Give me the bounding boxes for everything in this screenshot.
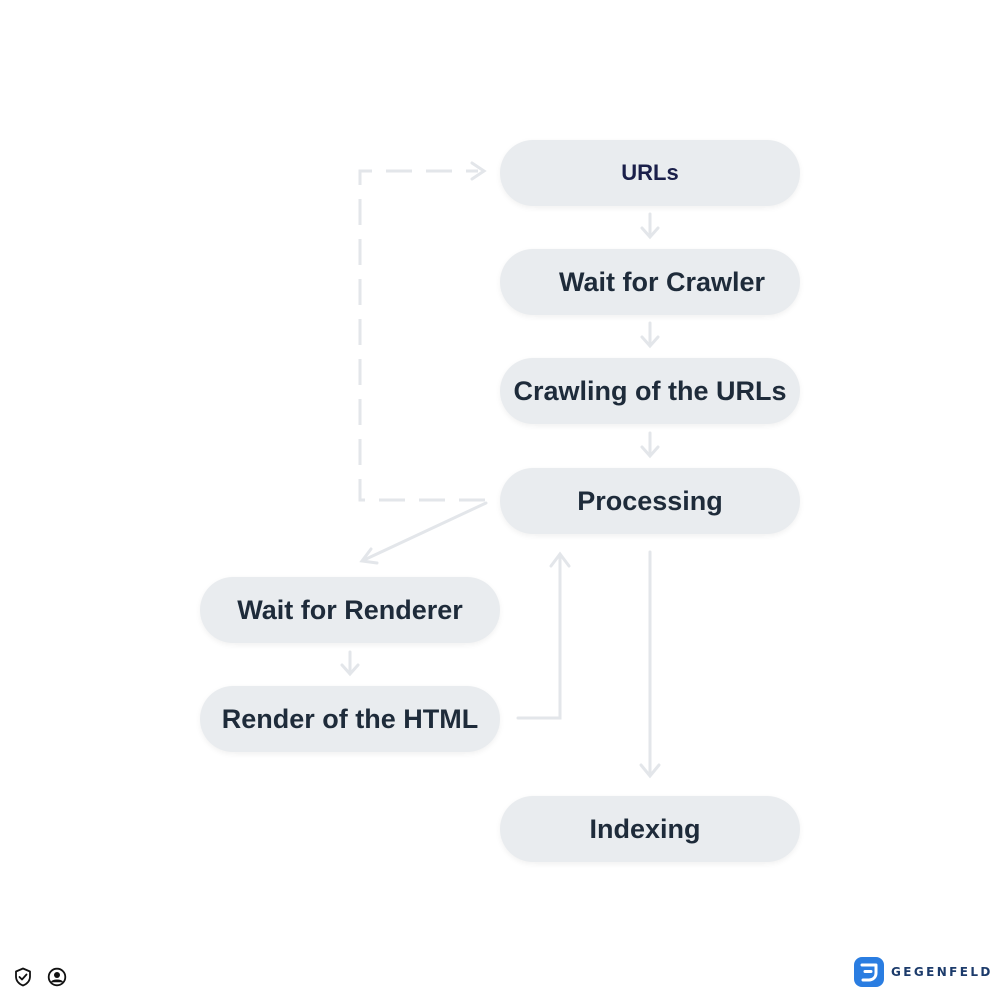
dashed-loop-arrowhead [470,161,487,181]
node-crawling-of-urls: Crawling of the URLs [500,358,800,424]
node-indexing-label: Indexing [589,813,701,844]
node-render-of-html: Render of the HTML [200,686,500,752]
arrow-processing-to-indexing [639,550,661,779]
shield-check-icon[interactable] [12,966,34,988]
node-wait-for-crawler-label: Wait for Crawler [558,266,766,297]
arrow-render-to-processing [516,551,571,720]
node-urls-label: URLs [621,160,679,185]
node-crawling-of-urls-label: Crawling of the URLs [513,375,787,406]
node-indexing: Indexing [500,796,800,862]
node-render-of-html-label: Render of the HTML [221,703,479,734]
arrow-processing-to-wait-renderer [359,501,488,565]
node-wait-for-renderer-label: Wait for Renderer [237,594,463,625]
node-processing-label: Processing [577,485,723,516]
dashed-loop-processing-to-urls [358,169,485,502]
node-wait-for-renderer: Wait for Renderer [200,577,500,643]
arrow-wait-renderer-to-render [340,650,360,677]
brand-logo-group: GEGENFELD [853,956,993,988]
arrow-urls-to-wait-crawler [640,212,660,240]
arrow-wait-crawler-to-crawling [640,321,660,349]
footer-icons [12,966,68,988]
user-circle-icon[interactable] [46,966,68,988]
gegenfeld-logo-icon [854,957,884,987]
node-processing: Processing [500,468,800,534]
brand-name: GEGENFELD [891,965,993,979]
arrow-crawling-to-processing [640,431,660,459]
node-wait-for-crawler: Wait for Crawler [500,249,800,315]
node-urls: URLs [500,140,800,206]
